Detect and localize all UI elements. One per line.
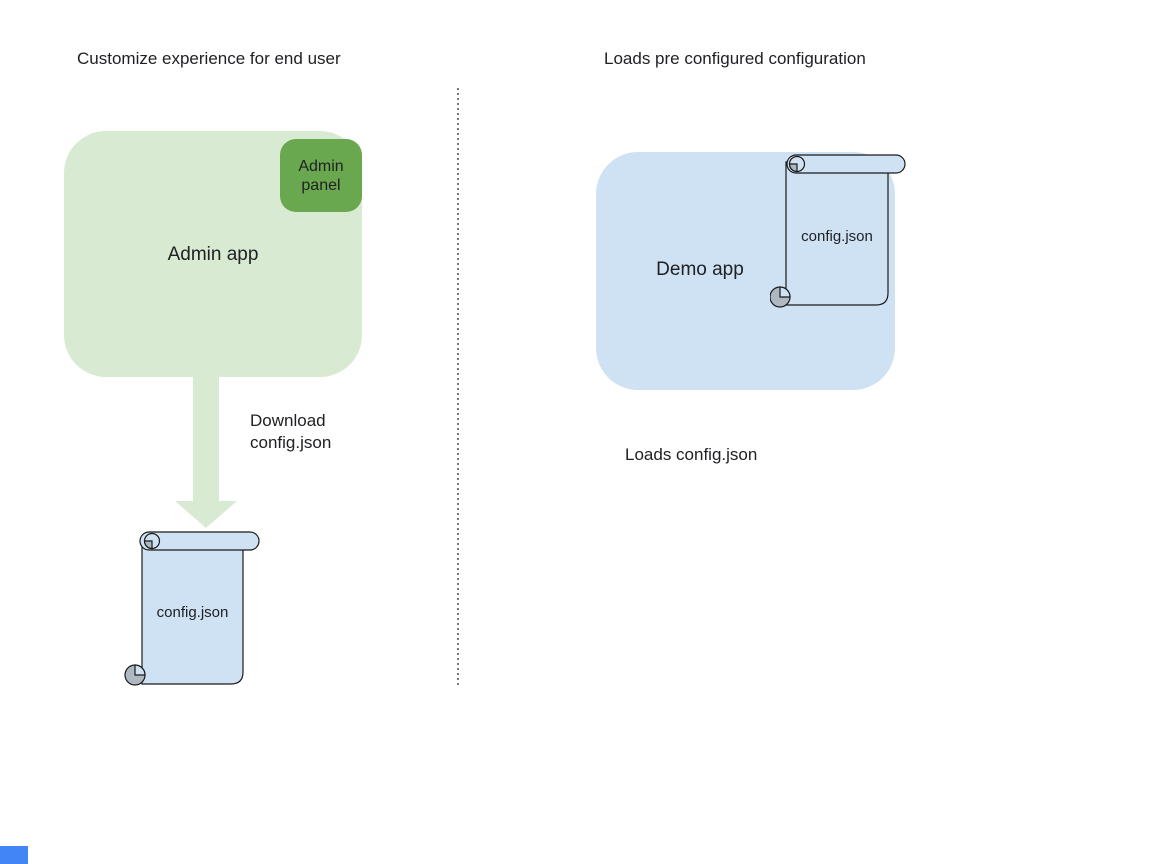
download-arrow-head-icon xyxy=(175,501,237,528)
config-json-label-right: config.json xyxy=(801,228,873,245)
scroll-top-bar xyxy=(786,154,906,174)
left-section-title: Customize experience for end user xyxy=(77,49,341,68)
config-json-scroll-icon xyxy=(124,531,260,686)
scroll-top-curl-notch xyxy=(143,540,153,550)
admin-app-label: Admin app xyxy=(167,244,259,265)
bottom-left-blue-mark xyxy=(0,846,28,864)
scroll-top-curl-notch xyxy=(788,163,798,173)
config-json-scroll-icon xyxy=(770,154,906,308)
download-config-label: Download config.json xyxy=(250,411,332,452)
download-arrow-shaft xyxy=(193,377,219,502)
admin-panel-label: Admin panel xyxy=(298,157,344,194)
section-divider xyxy=(457,88,459,688)
loads-config-caption: Loads config.json xyxy=(625,445,758,464)
config-json-label-left: config.json xyxy=(156,604,229,621)
scroll-top-bar xyxy=(139,531,260,551)
admin-panel-box: Admin panel xyxy=(280,139,362,212)
right-section-title: Loads pre configured configuration xyxy=(604,49,866,68)
scroll-bottom-curl-notch xyxy=(779,286,791,298)
scroll-bottom-curl-notch xyxy=(134,664,146,676)
scroll-body xyxy=(785,161,889,306)
scroll-body xyxy=(141,537,244,685)
demo-app-label: Demo app xyxy=(656,259,744,280)
